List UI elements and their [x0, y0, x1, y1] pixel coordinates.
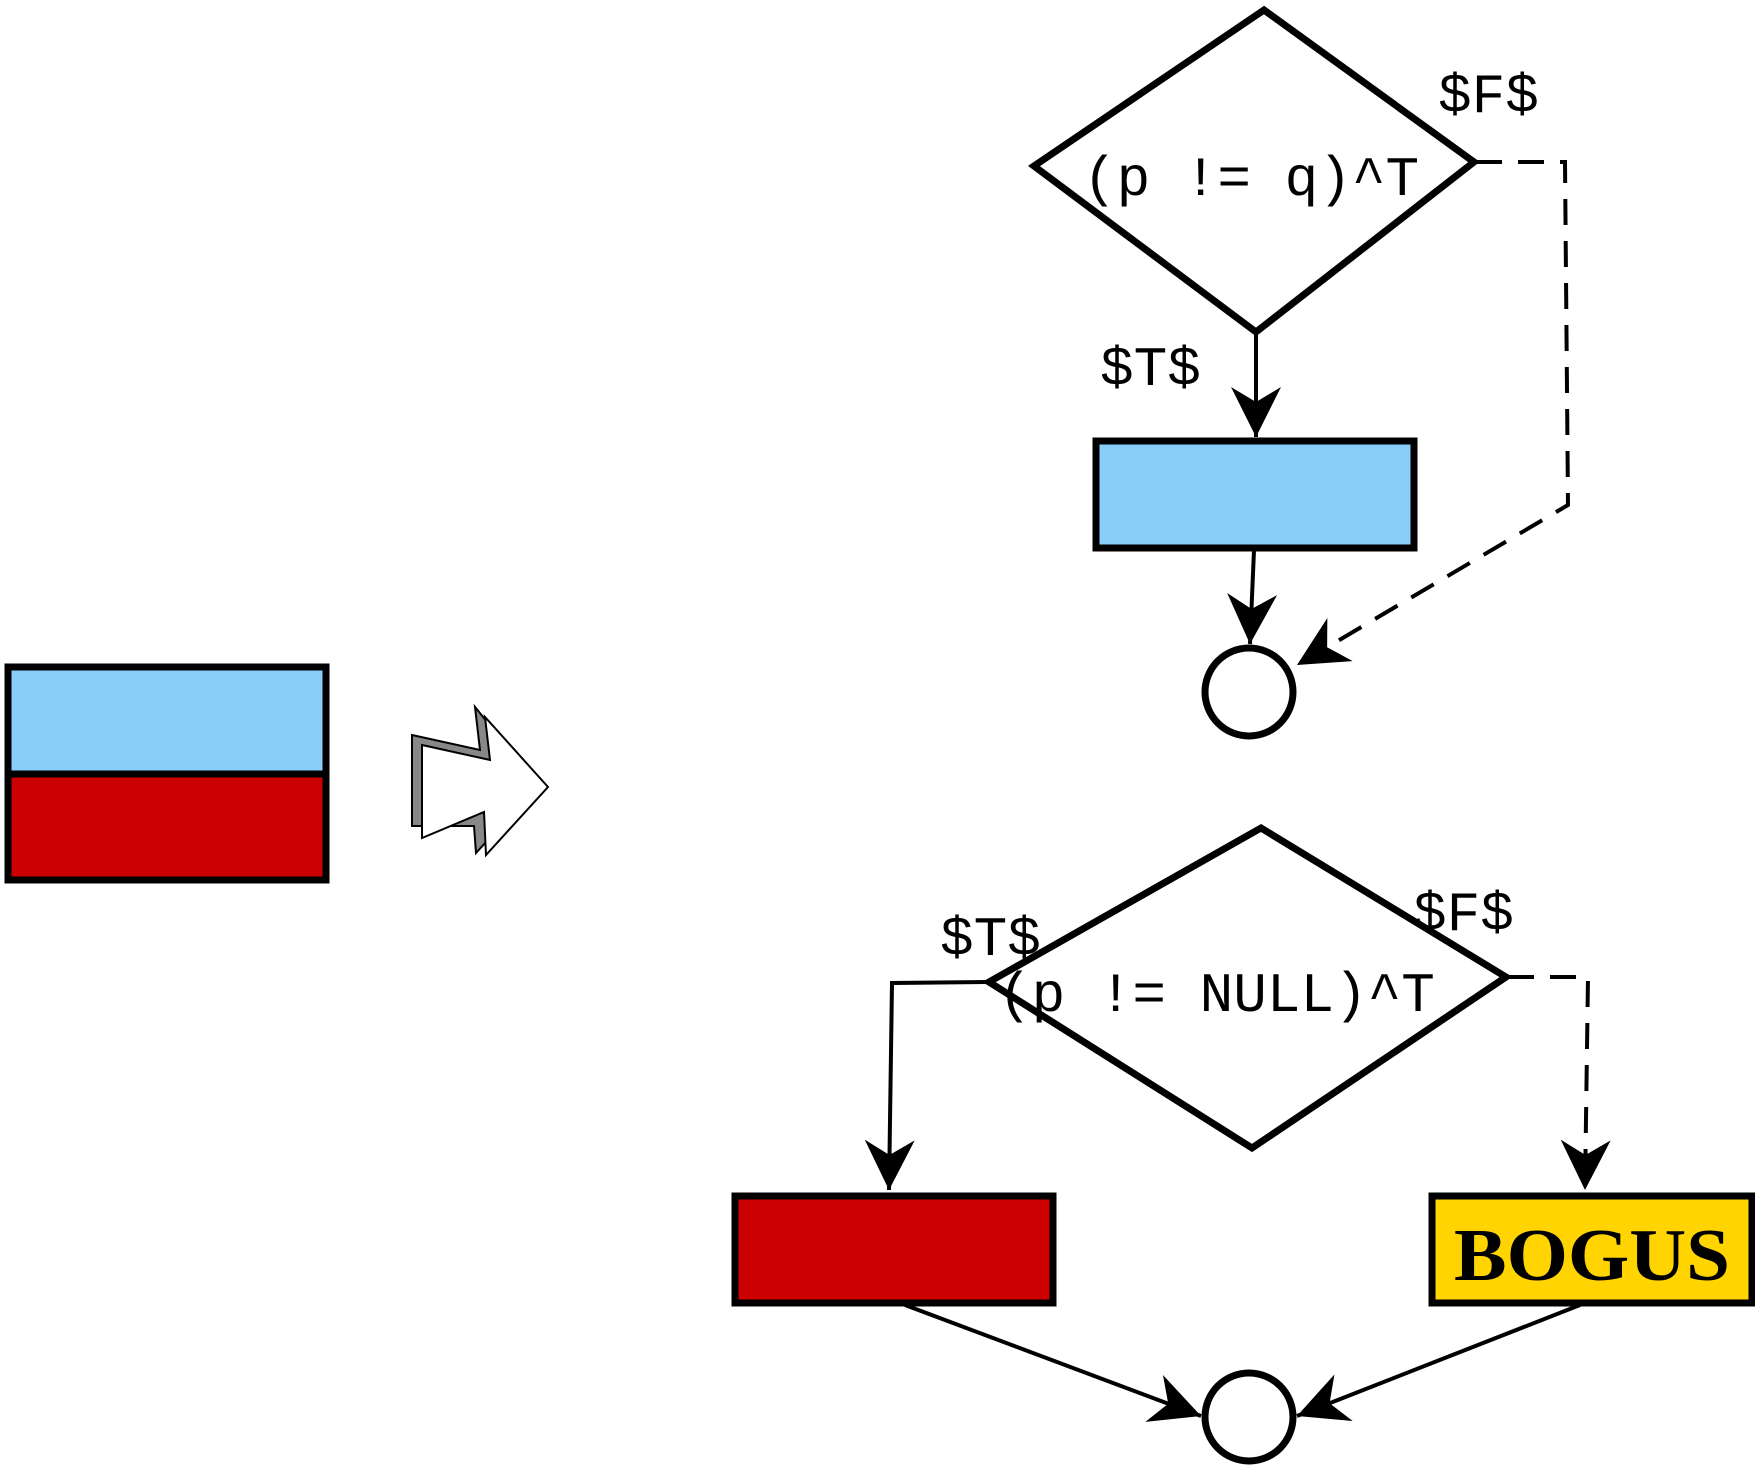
bottom-true-arrow [864, 980, 988, 1191]
bottom-false-label: $F$ [1413, 883, 1514, 947]
top-blue-block [1092, 437, 1418, 552]
source-stack [4, 663, 330, 884]
top-false-label: $F$ [1438, 65, 1539, 129]
bottom-merge-node [1201, 1369, 1297, 1465]
bottom-flowchart: (p != NULL)^T $T$ $F$ BOGUS [731, 823, 1755, 1465]
top-merge-node [1201, 644, 1297, 740]
right-arrow-icon [411, 703, 550, 858]
top-false-dashed-arrow [1295, 160, 1571, 667]
top-blue-to-merge-arrow [1227, 549, 1278, 645]
top-condition-text: (p != q)^T [1083, 148, 1419, 212]
bottom-true-label: $T$ [940, 908, 1041, 972]
bottom-red-block [731, 1192, 1057, 1307]
top-true-label: $T$ [1100, 338, 1201, 402]
bogus-label: BOGUS [1454, 1215, 1730, 1297]
bottom-condition-text: (p != NULL)^T [998, 964, 1435, 1028]
arrow-body [421, 713, 550, 858]
top-flowchart: (p != q)^T $F$ $T$ [1027, 5, 1571, 740]
bogus-block [1428, 1192, 1755, 1307]
bottom-decision-diamond [982, 823, 1513, 1153]
top-decision-diamond [1027, 5, 1480, 337]
source-blue-block [4, 663, 330, 778]
source-red-block [4, 770, 330, 884]
bottom-false-dashed-arrow [1508, 975, 1611, 1191]
bottom-red-to-merge-arrow [904, 1303, 1202, 1422]
bogus-to-merge-arrow [1296, 1303, 1581, 1422]
